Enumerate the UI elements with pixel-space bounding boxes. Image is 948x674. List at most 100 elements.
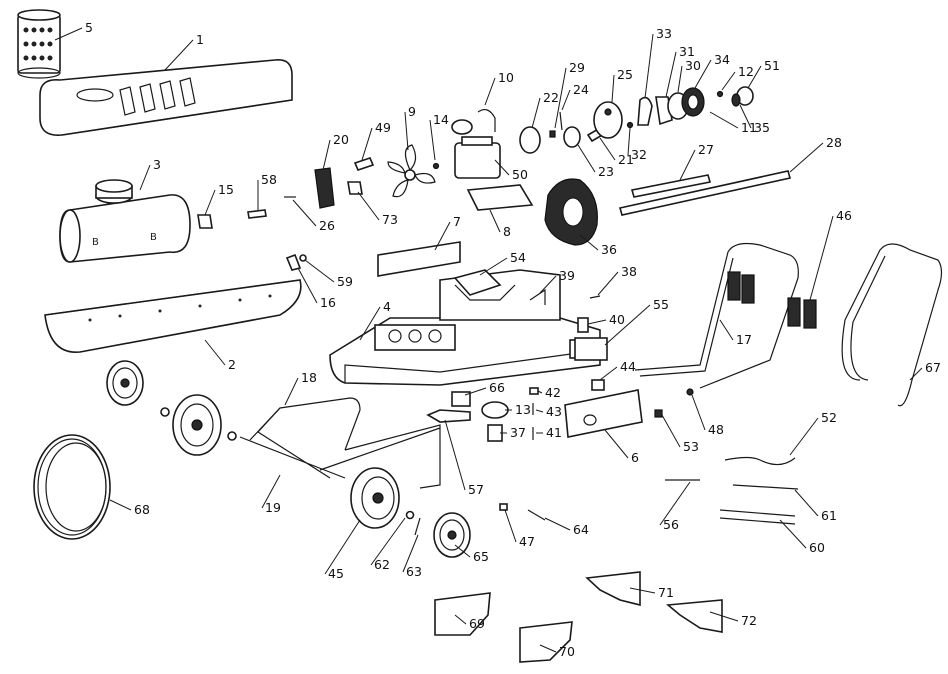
callout-label-13: 13 bbox=[515, 402, 531, 417]
callout-label-73: 73 bbox=[382, 212, 398, 227]
leader-line-46 bbox=[809, 215, 834, 301]
leader-line-38 bbox=[597, 271, 619, 296]
callout-label-63: 63 bbox=[406, 564, 422, 579]
part-22-ring bbox=[519, 126, 541, 154]
leader-line-57 bbox=[444, 419, 466, 491]
leader-line-6 bbox=[604, 429, 629, 459]
part-72-bracket bbox=[666, 599, 723, 633]
callout-label-22: 22 bbox=[543, 90, 559, 105]
part-36-fan-guard bbox=[544, 178, 598, 246]
part-40-clip bbox=[577, 317, 589, 333]
part-16-connector bbox=[285, 253, 302, 271]
leader-line-49 bbox=[361, 127, 373, 161]
leader-line-53 bbox=[661, 414, 681, 448]
part-67-loop-handle bbox=[841, 243, 943, 407]
part-27-rod bbox=[630, 174, 712, 198]
part-7-plate bbox=[377, 241, 461, 277]
callout-label-61: 61 bbox=[821, 508, 837, 523]
callout-label-30: 30 bbox=[685, 58, 701, 73]
callout-label-2: 2 bbox=[228, 357, 236, 372]
callout-label-18: 18 bbox=[301, 370, 317, 385]
leader-line-22 bbox=[531, 97, 541, 129]
part-32-screw bbox=[626, 121, 634, 129]
callout-label-7: 7 bbox=[453, 214, 461, 229]
leader-line-63 bbox=[402, 534, 419, 573]
callout-label-38: 38 bbox=[621, 264, 637, 279]
callout-label-34: 34 bbox=[714, 52, 730, 67]
leader-line-70 bbox=[539, 644, 557, 653]
leader-line-51 bbox=[747, 65, 762, 89]
part-42-nut bbox=[529, 387, 539, 395]
leader-line-35 bbox=[739, 104, 752, 129]
leader-line-39 bbox=[539, 275, 557, 294]
part-71-bracket bbox=[585, 571, 641, 607]
callout-label-60: 60 bbox=[809, 540, 825, 555]
part-47-nut bbox=[499, 503, 508, 511]
callout-label-71: 71 bbox=[658, 585, 674, 600]
part-28-rod bbox=[618, 170, 792, 216]
callout-label-39: 39 bbox=[559, 268, 575, 283]
leader-line-40 bbox=[587, 319, 607, 325]
callout-label-72: 72 bbox=[741, 613, 757, 628]
part-motor-bushing bbox=[451, 119, 473, 135]
part-18-19-axle-frame bbox=[239, 397, 441, 489]
part-29-small bbox=[549, 130, 556, 138]
callout-label-28: 28 bbox=[826, 135, 842, 150]
callout-label-27: 27 bbox=[698, 142, 714, 157]
callout-label-1: 1 bbox=[196, 32, 204, 47]
leader-line-47 bbox=[504, 509, 517, 543]
part-13-knob bbox=[481, 401, 509, 419]
svg-text:B: B bbox=[92, 237, 99, 248]
part-65-wheel bbox=[433, 512, 471, 558]
leader-line-25 bbox=[611, 74, 615, 103]
leader-line-16 bbox=[297, 267, 318, 304]
callout-label-4: 4 bbox=[383, 299, 391, 314]
callout-label-55: 55 bbox=[653, 297, 669, 312]
callout-label-46: 46 bbox=[836, 208, 852, 223]
part-46-grip bbox=[787, 297, 817, 329]
leader-line-69 bbox=[454, 614, 467, 625]
part-48-cap bbox=[686, 388, 694, 396]
callout-label-64: 64 bbox=[573, 522, 589, 537]
part-66-block bbox=[451, 391, 471, 407]
leader-line-27 bbox=[679, 149, 696, 181]
leader-line-8 bbox=[489, 209, 501, 233]
part-wheel-large-left bbox=[172, 394, 222, 456]
callout-label-29: 29 bbox=[569, 60, 585, 75]
callout-label-16: 16 bbox=[320, 295, 336, 310]
leader-line-55 bbox=[604, 304, 651, 346]
part-3-fuel-tank: B B bbox=[59, 179, 191, 263]
leader-line-59 bbox=[304, 259, 335, 283]
leader-line-3 bbox=[139, 164, 151, 191]
part-53-nut bbox=[654, 409, 663, 418]
leader-line-15 bbox=[204, 189, 216, 216]
part-52-cord bbox=[724, 456, 796, 466]
part-8-motor-bracket bbox=[466, 184, 534, 211]
part-59-knob bbox=[299, 254, 307, 262]
leader-line-11 bbox=[709, 111, 739, 129]
callout-label-10: 10 bbox=[498, 70, 514, 85]
part-6-rear-plate bbox=[564, 389, 643, 438]
callout-label-26: 26 bbox=[319, 218, 335, 233]
leader-line-26 bbox=[292, 199, 317, 227]
leader-line-19 bbox=[261, 474, 281, 509]
part-23-nozzle bbox=[563, 126, 581, 148]
leader-line-18 bbox=[284, 377, 299, 406]
part-63-pin bbox=[414, 517, 421, 536]
leader-line-4 bbox=[359, 306, 381, 341]
callout-label-8: 8 bbox=[503, 224, 511, 239]
callout-label-45: 45 bbox=[328, 566, 344, 581]
part-60-cord-a bbox=[719, 509, 796, 517]
part-68-ring-guard bbox=[33, 434, 111, 540]
leader-line-2 bbox=[204, 339, 226, 366]
callout-label-48: 48 bbox=[708, 422, 724, 437]
part-5-flame-cone bbox=[17, 9, 61, 79]
callout-label-21: 21 bbox=[618, 152, 634, 167]
callout-label-67: 67 bbox=[925, 360, 941, 375]
part-61-cord bbox=[732, 484, 799, 490]
callout-label-15: 15 bbox=[218, 182, 234, 197]
part-12-pin bbox=[716, 90, 724, 98]
callout-label-20: 20 bbox=[333, 132, 349, 147]
leader-line-23 bbox=[577, 144, 596, 173]
